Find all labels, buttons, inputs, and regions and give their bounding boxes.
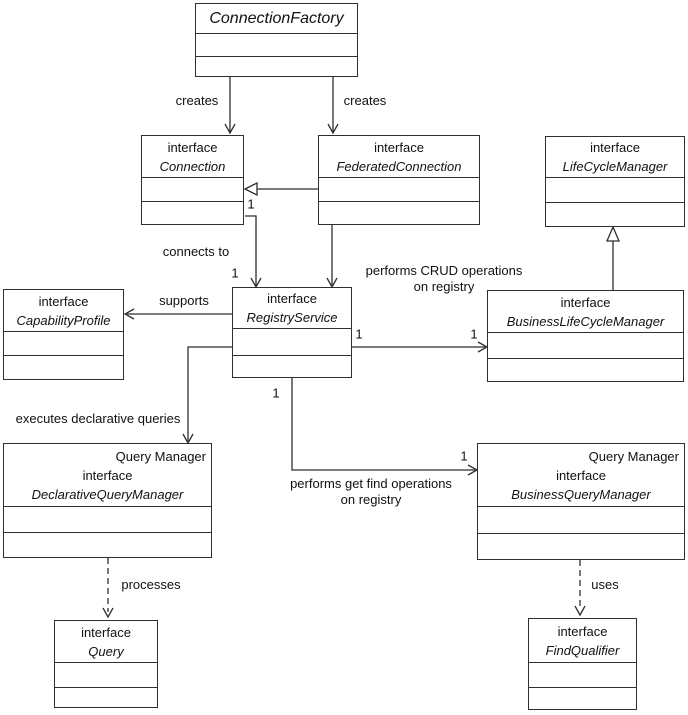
edge-label-performs-crud: performs CRUD operations on registry — [366, 263, 523, 295]
class-name: CapabilityProfile — [16, 312, 111, 328]
edge-creates-connection — [224, 77, 236, 135]
class-name: Query — [88, 643, 124, 659]
edge-label-supports: supports — [159, 293, 209, 308]
attributes-compartment — [196, 34, 357, 57]
attributes-compartment — [319, 178, 479, 202]
edge-performs-get-find — [291, 378, 479, 476]
class-name: BusinessLifeCycleManager — [506, 313, 665, 329]
edge-label-line: on registry — [413, 279, 475, 294]
operations-compartment — [319, 202, 479, 224]
edge-label-creates-right: creates — [343, 93, 387, 108]
class-query: interface Query — [54, 620, 158, 708]
edge-label-creates-left: creates — [175, 93, 219, 108]
stereotype-label: interface — [557, 623, 608, 639]
stereotype-label: interface — [38, 293, 89, 309]
class-name: LifeCycleManager — [562, 159, 668, 174]
attributes-compartment — [142, 178, 243, 202]
attributes-compartment — [478, 507, 684, 534]
attributes-compartment — [546, 178, 684, 203]
edge-creates-federated-connection — [327, 77, 339, 135]
class-name: FindQualifier — [545, 642, 620, 658]
attributes-compartment — [233, 329, 351, 356]
class-business-life-cycle-manager: interface BusinessLifeCycleManager — [487, 290, 684, 382]
attributes-compartment — [4, 507, 211, 533]
class-connection: interface Connection — [141, 135, 244, 225]
class-name: RegistryService — [246, 310, 338, 325]
attributes-compartment — [488, 333, 683, 359]
class-capability-profile: interface CapabilityProfile — [3, 289, 124, 380]
edge-label-processes: processes — [121, 577, 181, 592]
multiplicity-blcm-end: 1 — [470, 326, 478, 342]
edge-label-executes-declarative: executes declarative queries — [15, 411, 181, 426]
multiplicity-registry-to-blcm: 1 — [355, 326, 363, 342]
class-name: BusinessQueryManager — [511, 486, 651, 502]
multiplicity-registry-to-bqm: 1 — [272, 385, 280, 401]
edge-executes-declarative-queries — [182, 346, 232, 445]
stereotype-label: interface — [82, 467, 133, 483]
operations-compartment — [478, 534, 684, 559]
class-life-cycle-manager: interface LifeCycleManager — [545, 136, 685, 227]
role-label: Query Manager — [115, 448, 206, 464]
stereotype-label: interface — [590, 140, 640, 155]
class-name: ConnectionFactory — [209, 10, 344, 27]
edge-processes — [102, 558, 114, 619]
edge-federated-to-registry — [326, 225, 338, 289]
edge-uses — [574, 560, 586, 617]
stereotype-label: interface — [167, 139, 218, 155]
attributes-compartment — [529, 663, 636, 688]
class-name: FederatedConnection — [336, 158, 462, 174]
stereotype-label: interface — [374, 139, 424, 155]
edge-label-line: performs get find operations — [290, 476, 452, 491]
multiplicity-registry-from-connection: 1 — [231, 265, 239, 281]
operations-compartment — [196, 57, 357, 76]
edge-connects-to — [245, 215, 262, 289]
class-registry-service: interface RegistryService — [232, 287, 352, 378]
multiplicity-bqm-end: 1 — [460, 448, 468, 464]
class-business-query-manager: Query Manager interface BusinessQueryMan… — [477, 443, 685, 560]
multiplicity-connection-end: 1 — [247, 196, 255, 212]
class-name: DeclarativeQueryManager — [31, 486, 184, 502]
attributes-compartment — [4, 332, 123, 356]
operations-compartment — [142, 202, 243, 224]
stereotype-label: interface — [267, 291, 317, 306]
edge-label-line: on registry — [340, 492, 402, 507]
operations-compartment — [55, 688, 157, 707]
edge-label-line: performs CRUD operations — [365, 263, 523, 278]
operations-compartment — [529, 688, 636, 709]
edge-generalization-blcm-to-lcm — [606, 225, 620, 290]
class-connection-factory: ConnectionFactory — [195, 3, 358, 77]
operations-compartment — [4, 533, 211, 557]
edge-supports — [123, 308, 232, 320]
class-name: Connection — [159, 158, 226, 174]
class-federated-connection: interface FederatedConnection — [318, 135, 480, 225]
edge-label-connects-to: connects to — [162, 244, 230, 259]
edge-generalization-federated-to-connection — [243, 181, 318, 197]
stereotype-label: interface — [81, 624, 131, 640]
edge-performs-crud — [352, 341, 489, 353]
stereotype-label: interface — [560, 294, 611, 310]
role-label: Query Manager — [588, 448, 679, 464]
operations-compartment — [4, 356, 123, 379]
attributes-compartment — [55, 663, 157, 688]
edge-label-uses: uses — [591, 577, 619, 592]
edge-label-performs-get-find: performs get find operations on registry — [290, 476, 452, 508]
stereotype-label: interface — [556, 467, 606, 483]
operations-compartment — [233, 356, 351, 377]
class-find-qualifier: interface FindQualifier — [528, 618, 637, 710]
operations-compartment — [488, 359, 683, 381]
class-declarative-query-manager: Query Manager interface DeclarativeQuery… — [3, 443, 212, 558]
operations-compartment — [546, 203, 684, 226]
